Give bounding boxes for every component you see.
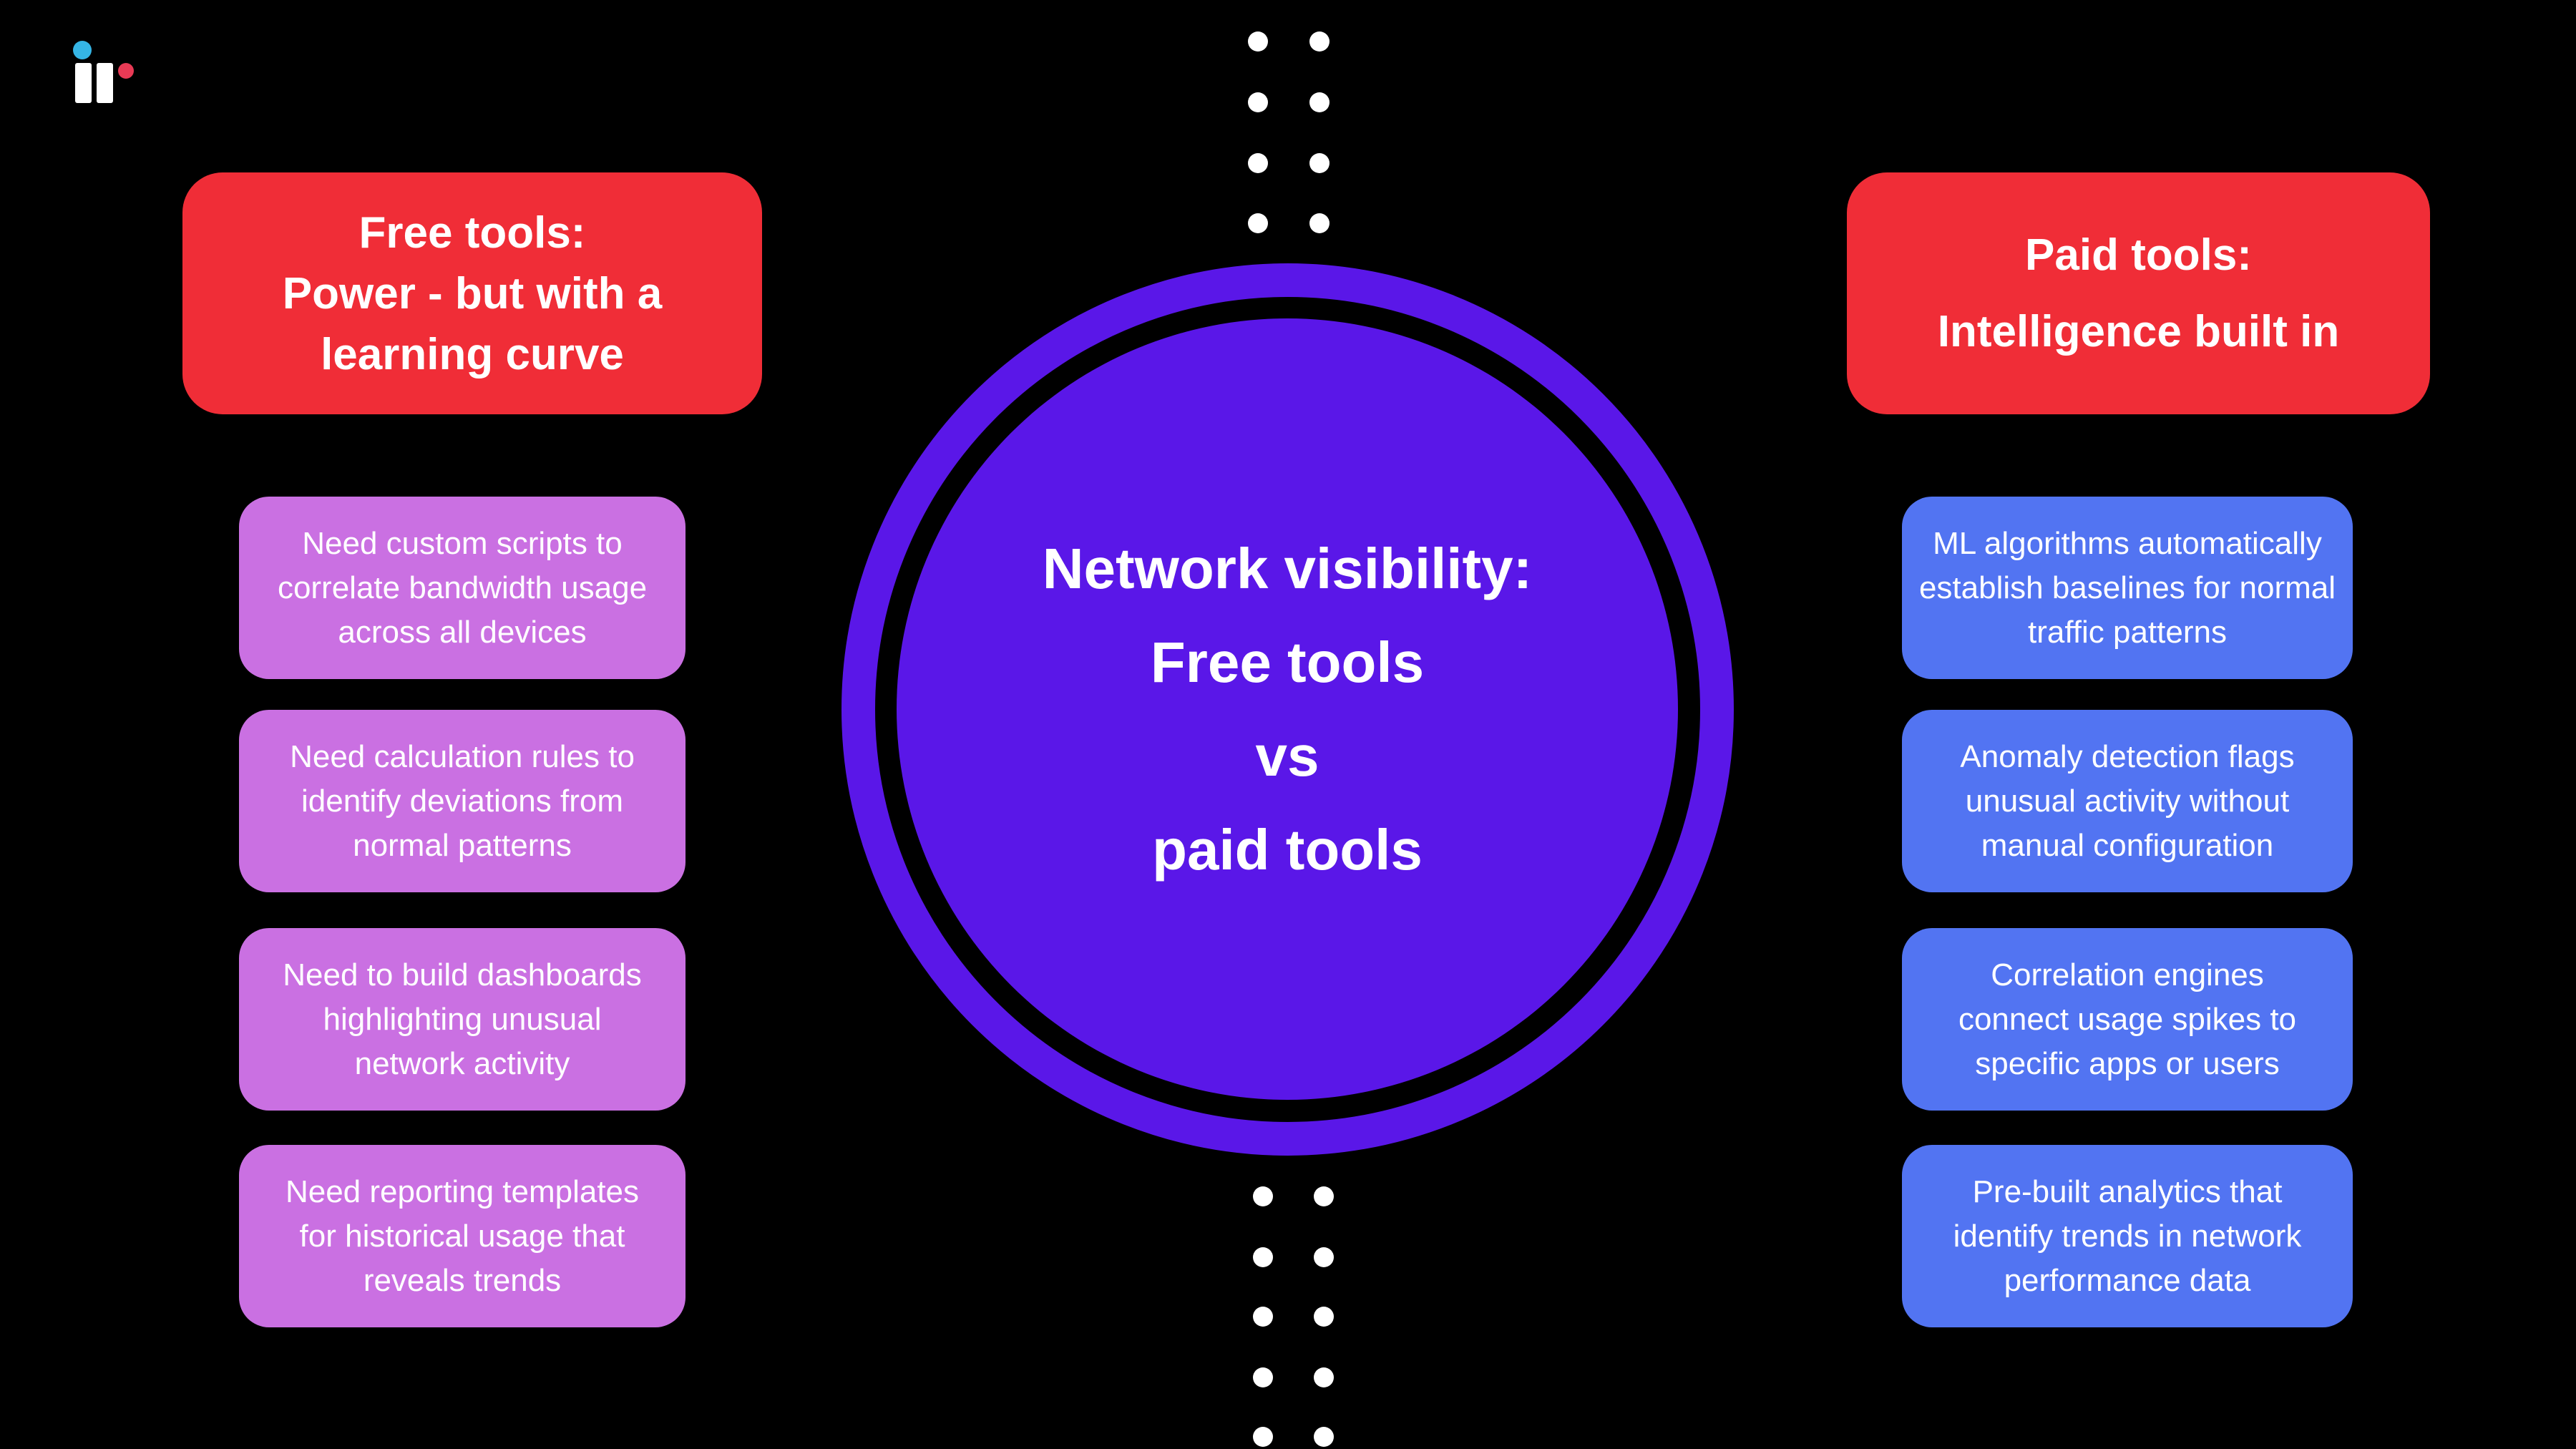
card-text: Need calculation rules to identify devia… — [290, 738, 635, 863]
free-tools-card-3: Need to build dashboards highlighting un… — [239, 928, 686, 1111]
card-text: Pre-built analytics that identify trends… — [1953, 1174, 2302, 1298]
center-circle: Network visibility: Free tools vs paid t… — [897, 318, 1678, 1100]
dot-icon — [1314, 1186, 1334, 1206]
free-tools-header-text: Free tools: Power - but with a learning … — [282, 208, 663, 379]
dot-icon — [1253, 1427, 1273, 1447]
free-tools-card-1: Need custom scripts to correlate bandwid… — [239, 497, 686, 679]
paid-tools-card-1: ML algorithms automatically establish ba… — [1902, 497, 2353, 679]
free-tools-card-2: Need calculation rules to identify devia… — [239, 710, 686, 892]
logo-blue-dot-icon — [73, 41, 92, 59]
card-text: Anomaly detection flags unusual activity… — [1960, 738, 2295, 863]
ir-logo — [0, 0, 186, 122]
card-text: Need custom scripts to correlate bandwid… — [277, 525, 648, 650]
card-text: Correlation engines connect usage spikes… — [1958, 957, 2297, 1081]
dot-icon — [1309, 31, 1330, 52]
dot-icon — [1253, 1367, 1273, 1387]
free-tools-card-4: Need reporting templates for historical … — [239, 1145, 686, 1327]
card-text: Need reporting templates for historical … — [285, 1174, 640, 1298]
dot-icon — [1253, 1307, 1273, 1327]
paid-tools-header: Paid tools: Intelligence built in — [1847, 172, 2430, 414]
dot-icon — [1248, 31, 1268, 52]
paid-tools-card-3: Correlation engines connect usage spikes… — [1902, 928, 2353, 1111]
dot-icon — [1314, 1427, 1334, 1447]
dot-icon — [1309, 92, 1330, 112]
logo-bar-icon — [97, 63, 113, 103]
dot-icon — [1253, 1186, 1273, 1206]
paid-tools-card-4: Pre-built analytics that identify trends… — [1902, 1145, 2353, 1327]
dot-icon — [1248, 153, 1268, 173]
dot-icon — [1314, 1367, 1334, 1387]
dot-icon — [1314, 1307, 1334, 1327]
center-circle-title: Network visibility: Free tools vs paid t… — [1042, 537, 1533, 882]
logo-red-dot-icon — [118, 63, 134, 79]
card-text: Need to build dashboards highlighting un… — [283, 957, 642, 1081]
dot-icon — [1253, 1247, 1273, 1267]
dot-icon — [1248, 213, 1268, 233]
card-text: ML algorithms automatically establish ba… — [1918, 525, 2336, 650]
paid-tools-card-2: Anomaly detection flags unusual activity… — [1902, 710, 2353, 892]
paid-tools-header-line2: Intelligence built in — [1937, 307, 2340, 356]
logo-bar-icon — [75, 63, 92, 103]
dot-icon — [1309, 153, 1330, 173]
dot-icon — [1248, 92, 1268, 112]
paid-tools-header-line1: Paid tools: — [2025, 230, 2252, 280]
dot-icon — [1314, 1247, 1334, 1267]
dot-icon — [1309, 213, 1330, 233]
free-tools-header: Free tools: Power - but with a learning … — [182, 172, 762, 414]
